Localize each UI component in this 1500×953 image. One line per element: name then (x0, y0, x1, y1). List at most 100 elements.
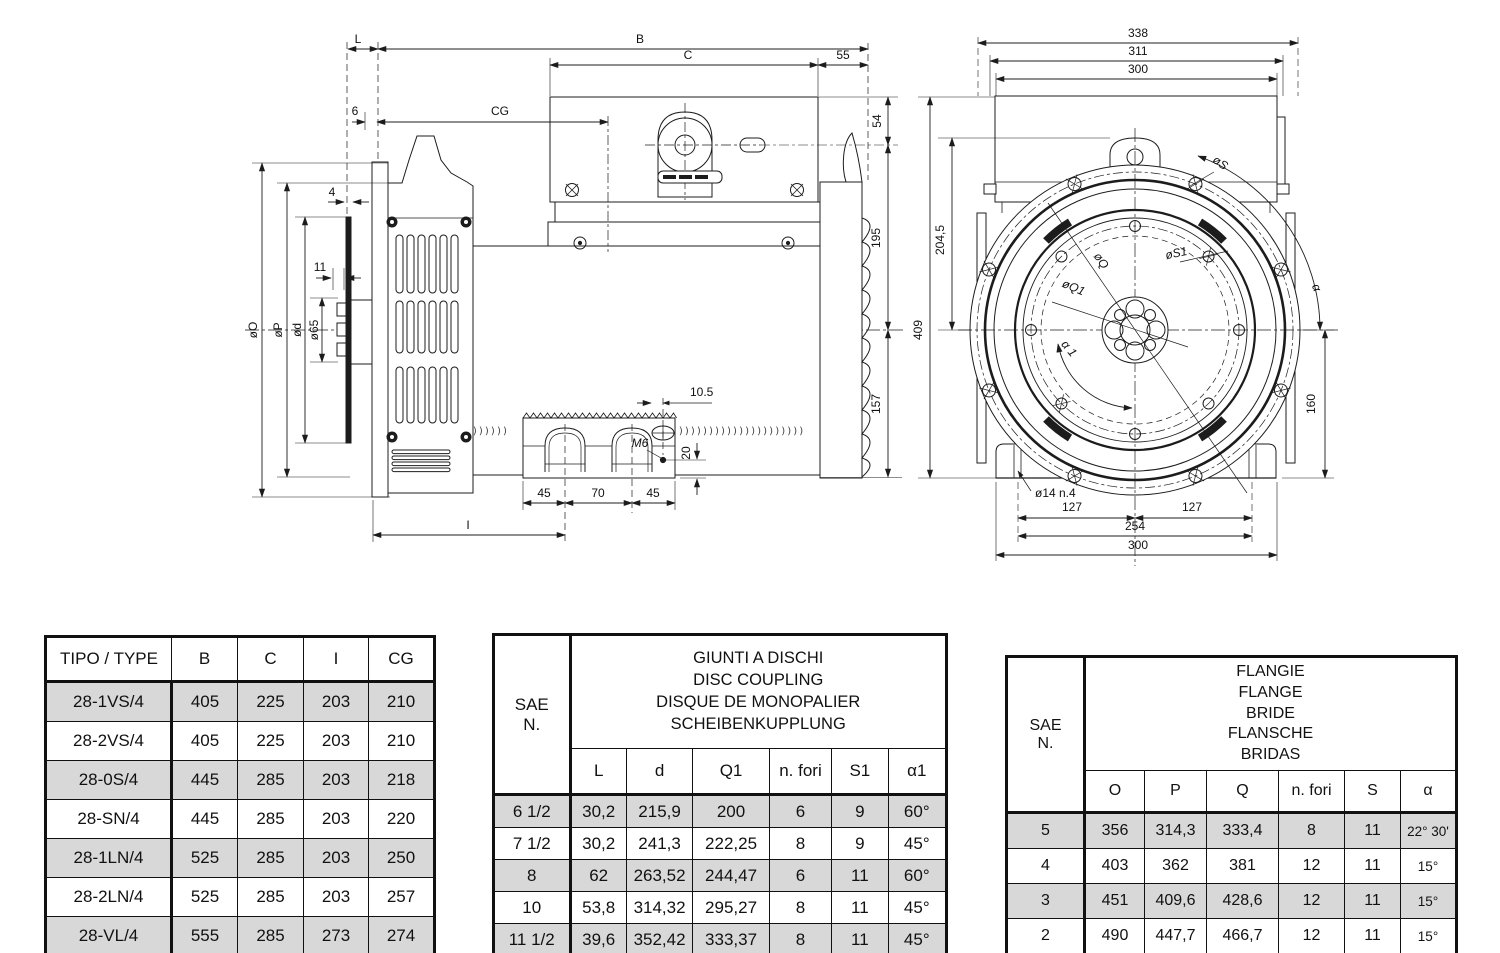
dim-label-C: C (684, 48, 693, 62)
table-cell: 30,2 (569, 827, 627, 860)
title-it: GIUNTI A DISCHI (693, 649, 824, 668)
svg-text:))))))))))))))))))))): ))))))))))))))))))))) (678, 426, 804, 437)
title-es: BRIDAS (1240, 746, 1301, 764)
flange-table: SAE N. FLANGIE FLANGE BRIDE FLANSCHE BRI… (1005, 655, 1459, 953)
title-en: DISC COUPLING (693, 671, 824, 690)
dim-label-409: 409 (911, 320, 925, 340)
cooling-fins (861, 217, 871, 478)
dim-label-157: 157 (869, 394, 883, 414)
table-cell: 8 (1278, 812, 1345, 849)
table-cell: 28-2LN/4 (45, 877, 173, 917)
table-cell: 11 (831, 859, 889, 892)
col-header-q: Q (1206, 770, 1279, 814)
col-header-s1: S1 (831, 748, 889, 796)
table-cell: 314,3 (1144, 812, 1207, 849)
col-header-alpha1: α1 (887, 748, 948, 796)
table-cell: 225 (237, 721, 304, 761)
table-cell: 403 (1084, 848, 1145, 884)
table-cell: 285 (237, 877, 304, 917)
table-cell: 215,9 (625, 794, 694, 828)
table-cell: 45° (887, 891, 948, 924)
table-cell: 257 (368, 877, 435, 917)
table-cell: 405 (171, 681, 238, 722)
drawing-canvas: )))))) ))))))))))))))))))))) (245, 26, 1338, 566)
table-cell: 11 (1344, 812, 1401, 849)
table-cell: 203 (303, 877, 369, 917)
dim-label-11: 11 (314, 260, 327, 274)
sae-corner-cell: SAE N. (493, 634, 572, 796)
sae-corner-cell: SAE N. (1006, 656, 1086, 814)
table-cell: 60° (887, 794, 948, 828)
col-header-p: P (1144, 770, 1207, 814)
table-cell: 381 (1206, 848, 1279, 884)
col-header-i: I (303, 636, 369, 683)
table-cell: 220 (368, 799, 435, 839)
table-cell: 28-SN/4 (45, 799, 173, 839)
box-screws (565, 183, 804, 250)
side-view-dimensions (252, 42, 902, 542)
table-cell: 222,25 (692, 827, 770, 860)
table-cell: 525 (171, 838, 238, 878)
dim-label-6: 6 (352, 104, 359, 118)
col-header-q1: Q1 (692, 748, 770, 796)
table-cell: 62 (569, 859, 627, 892)
table-cell: 203 (303, 799, 369, 839)
side-view-drawing: )))))) ))))))))))))))))))))) (245, 32, 903, 542)
table-cell: 285 (237, 760, 304, 800)
table-cell: 39,6 (569, 923, 627, 953)
table-cell: 203 (303, 721, 369, 761)
rear-lug (842, 132, 863, 183)
table-cell: 6 (768, 794, 833, 828)
col-header-d: d (625, 748, 694, 796)
table-cell: 9 (831, 827, 889, 860)
title-de: FLANSCHE (1227, 725, 1314, 743)
dim-label-M6: M6 (632, 436, 649, 450)
table-cell: 203 (303, 838, 369, 878)
col-header-cg: CG (368, 636, 435, 683)
title-en: FLANGE (1238, 683, 1303, 701)
dim-label-195: 195 (869, 228, 883, 248)
table-cell: 466,7 (1206, 918, 1279, 953)
table-cell: 8 (493, 859, 572, 892)
table-cell: 22° 30' (1399, 812, 1458, 849)
title-it: FLANGIE (1236, 663, 1305, 680)
dim-label-dia-O: øO (246, 322, 260, 339)
table-cell: 4 (1006, 848, 1086, 884)
table-cell: 28-1VS/4 (45, 681, 173, 722)
dim-label-dia-d: ød (290, 323, 304, 337)
table-cell: 60° (887, 859, 948, 892)
table-cell: 203 (303, 681, 369, 722)
table-cell: 447,7 (1144, 918, 1207, 953)
table-cell: 356 (1084, 812, 1145, 849)
table-cell: 200 (692, 794, 770, 828)
col-header-nfori: n. fori (768, 748, 833, 796)
table-cell: 241,3 (625, 827, 694, 860)
dim-label-160: 160 (1304, 394, 1318, 414)
table-cell: 445 (171, 760, 238, 800)
sae-label: SAE (1029, 716, 1062, 734)
table-cell: 8 (768, 923, 833, 953)
table-cell: 525 (171, 877, 238, 917)
table-cell: 5 (1006, 812, 1086, 849)
table-cell: 285 (237, 799, 304, 839)
table-cell: 12 (1278, 883, 1345, 919)
table-cell: 28-0S/4 (45, 760, 173, 800)
table-cell: 28-2VS/4 (45, 721, 173, 761)
table-cell: 250 (368, 838, 435, 878)
table-cell: 10 (493, 891, 572, 924)
table-cell: 285 (237, 838, 304, 878)
dim-label-300-top: 300 (1128, 62, 1148, 76)
